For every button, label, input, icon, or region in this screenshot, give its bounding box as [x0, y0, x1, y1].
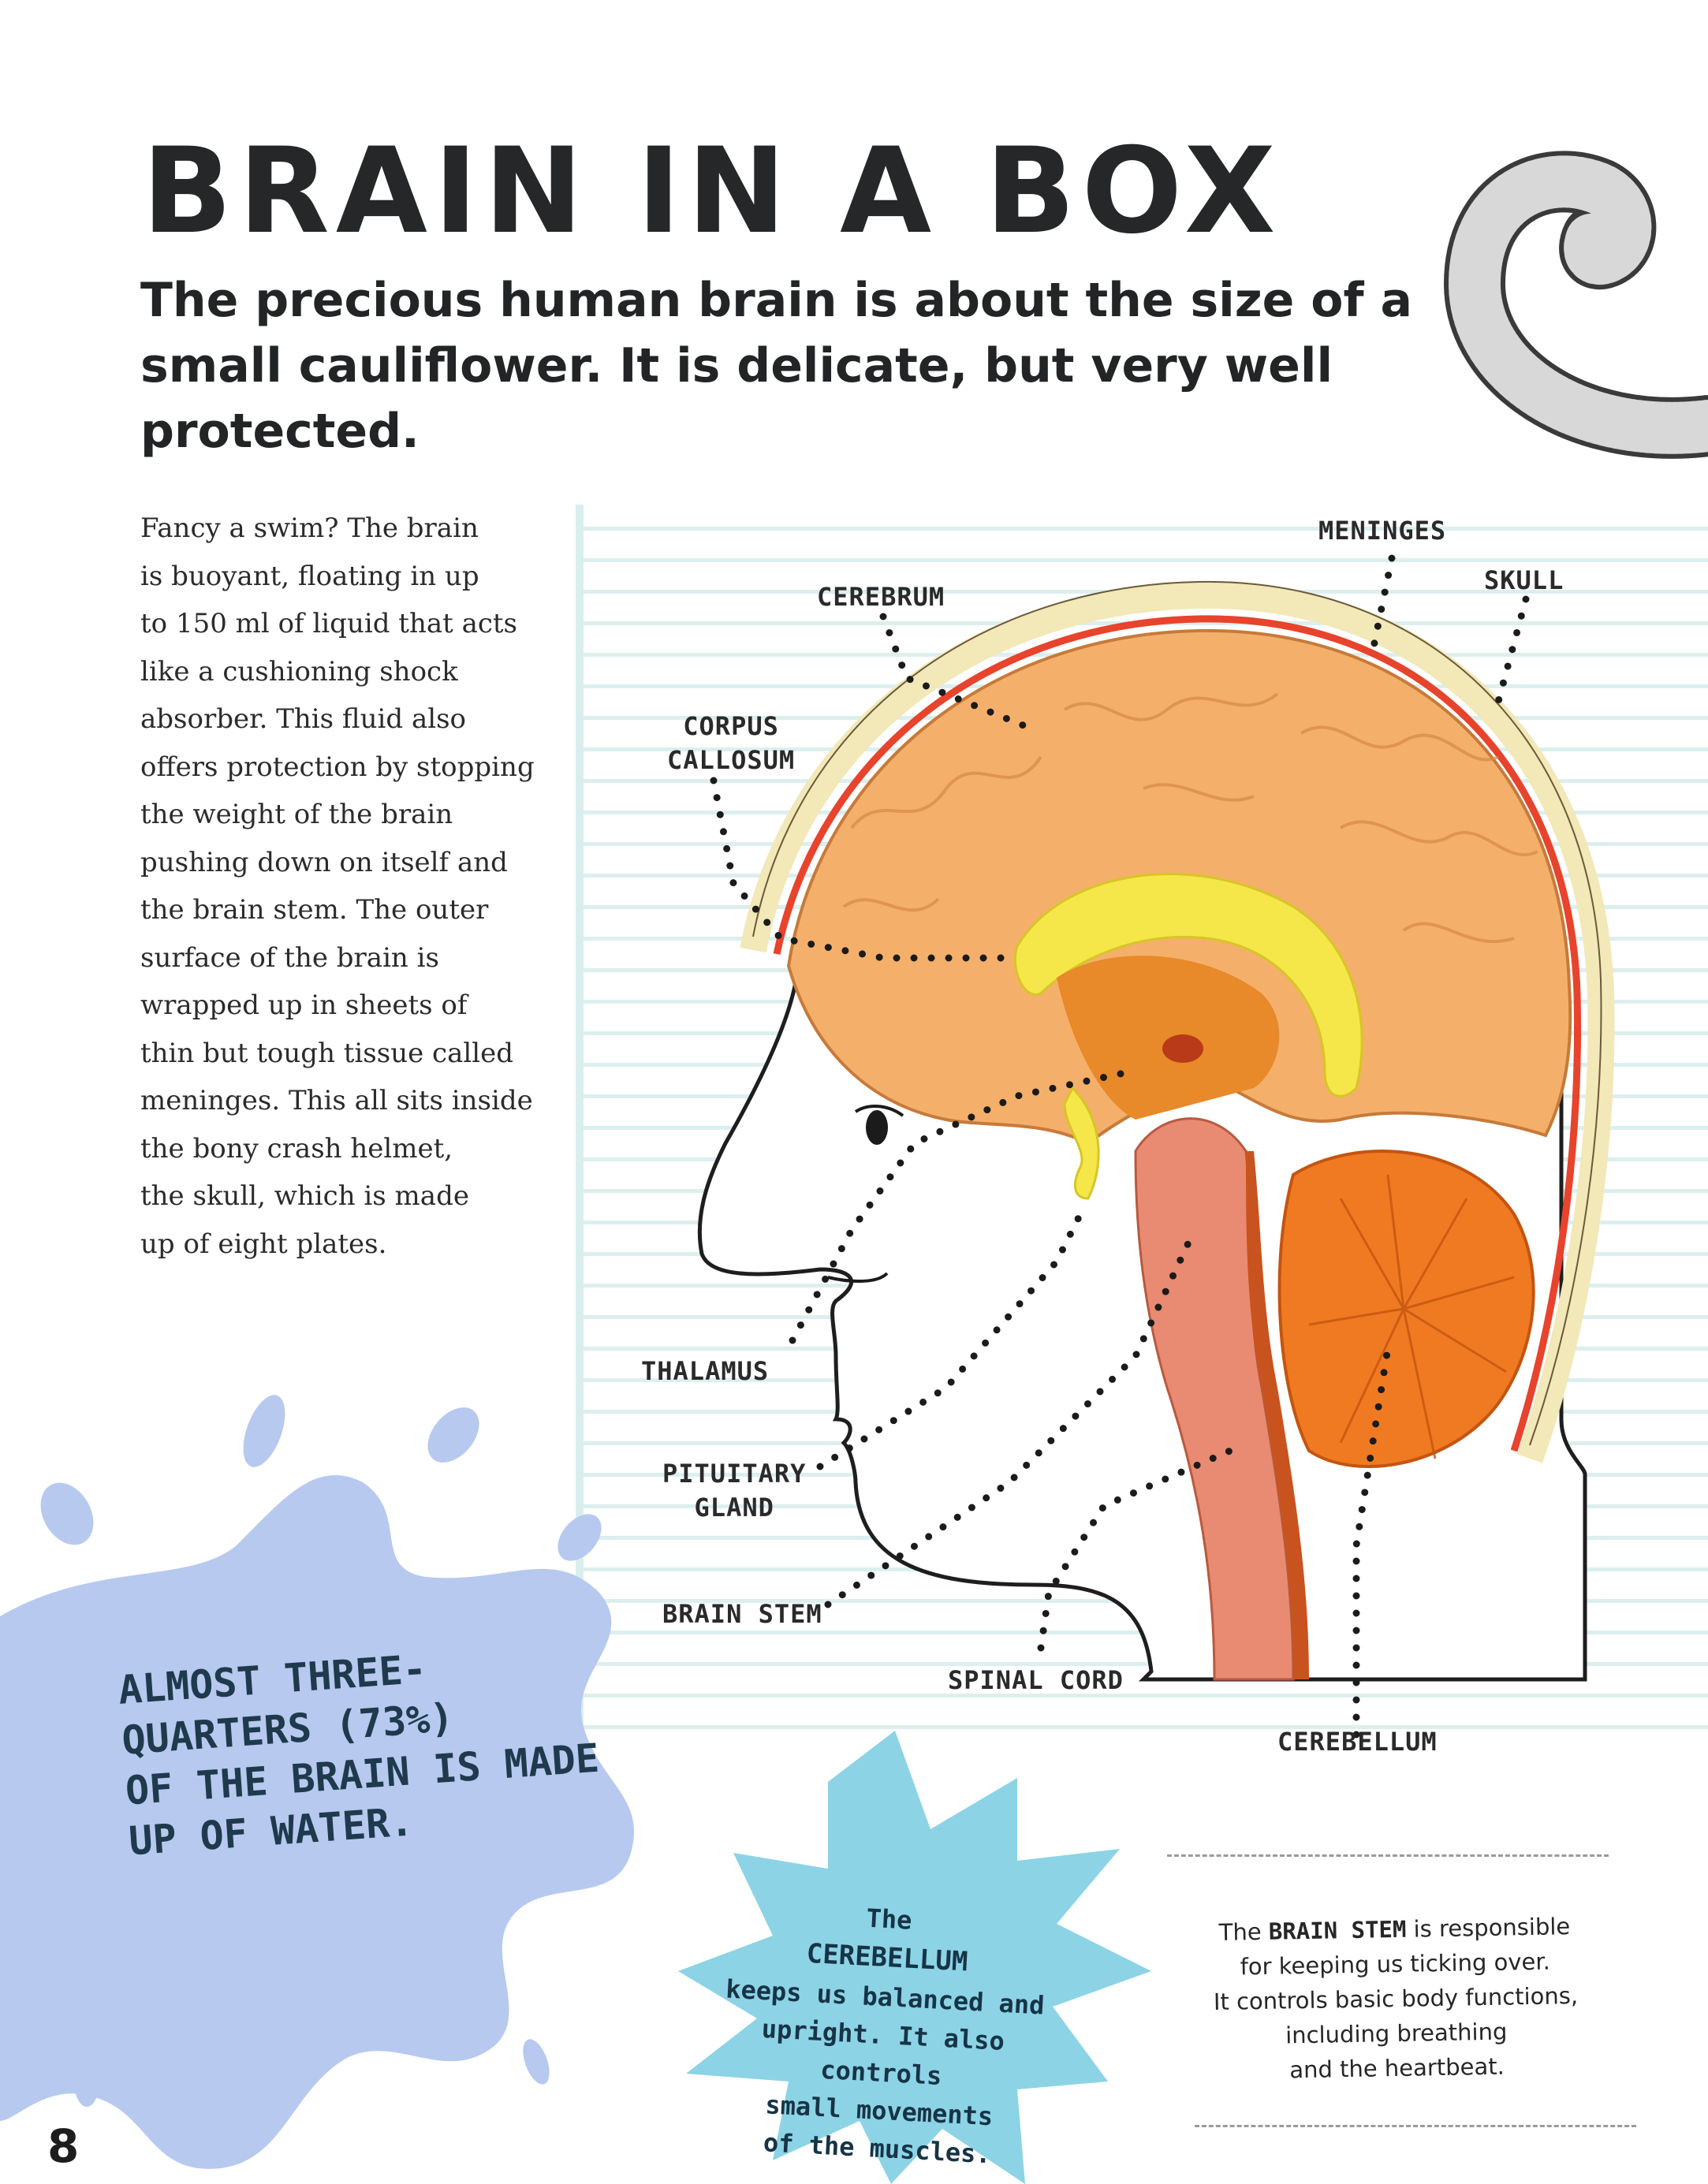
- fact-water: ALMOST THREE- QUARTERS (73%) OF THE BRAI…: [117, 1630, 634, 1866]
- cerebellum-starburst: [678, 1731, 1151, 2184]
- fact-brainstem-pre: The: [1218, 1918, 1270, 1946]
- label-cerebellum: CEREBELLUM: [1277, 1727, 1438, 1757]
- fact-brainstem-post: is responsible: [1406, 1913, 1571, 1943]
- label-meninges: MENINGES: [1318, 516, 1447, 546]
- body-line: Fancy a swim? The brain: [140, 512, 479, 544]
- label-skull: SKULL: [1484, 565, 1564, 595]
- label-spinal-cord: SPINAL CORD: [948, 1665, 1124, 1695]
- body-paragraph: Fancy a swim? The brain is buoyant, floa…: [140, 505, 550, 1268]
- body-line: absorber. This fluid also: [140, 703, 467, 735]
- label-corpus-callosum: CORPUS CALLOSUM: [667, 710, 795, 777]
- body-line: surface of the brain is: [140, 941, 439, 974]
- body-line: like a cushioning shock: [140, 655, 458, 688]
- body-line: meninges. This all sits inside: [140, 1085, 533, 1116]
- fact-brainstem: The BRAIN STEM is responsible for keepin…: [1173, 1908, 1618, 2089]
- divider-bottom: [1195, 2125, 1636, 2127]
- body-line: thin but tough tissue called: [140, 1037, 513, 1069]
- divider-top: [1167, 1854, 1609, 1857]
- swirl-decoration: [1443, 151, 1708, 459]
- body-line: wrapped up in sheets of: [140, 990, 468, 1021]
- body-line: pushing down on itself and: [140, 846, 508, 878]
- page-subtitle: The precious human brain is about the si…: [140, 273, 1412, 459]
- fact-brainstem-bold: BRAIN STEM: [1268, 1915, 1407, 1945]
- body-line: to 150 ml of liquid that acts: [140, 608, 518, 639]
- label-pituitary-line1: PITUITARY: [662, 1459, 807, 1489]
- page-number: 8: [47, 2119, 80, 2173]
- head-diagram: [697, 580, 1615, 1682]
- body-line: the weight of the brain: [140, 799, 453, 830]
- body-line: offers protection by stopping: [140, 751, 535, 783]
- fact-cerebellum: The CEREBELLUM keeps us balanced and upr…: [687, 1891, 1079, 2178]
- page-title: BRAIN IN A BOX: [142, 123, 1282, 260]
- label-cerebrum: CEREBRUM: [817, 582, 945, 612]
- label-brain-stem: BRAIN STEM: [662, 1599, 822, 1629]
- body-line: the brain stem. The outer: [140, 894, 489, 926]
- label-corpus-callosum-line2: CALLOSUM: [667, 745, 796, 776]
- label-pituitary-line2: GLAND: [694, 1493, 774, 1523]
- label-pituitary-gland: PITUITARY GLAND: [662, 1457, 806, 1525]
- body-line: is buoyant, floating in up: [140, 560, 479, 592]
- body-line: the bony crash helmet,: [140, 1132, 453, 1165]
- water-splash-shape: [0, 1395, 635, 2169]
- body-line: the skull, which is made: [140, 1180, 469, 1212]
- label-leader-lines: [710, 554, 1530, 1739]
- body-line: up of eight plates.: [140, 1228, 387, 1260]
- label-thalamus: THALAMUS: [641, 1356, 770, 1386]
- label-corpus-callosum-line1: CORPUS: [683, 711, 779, 741]
